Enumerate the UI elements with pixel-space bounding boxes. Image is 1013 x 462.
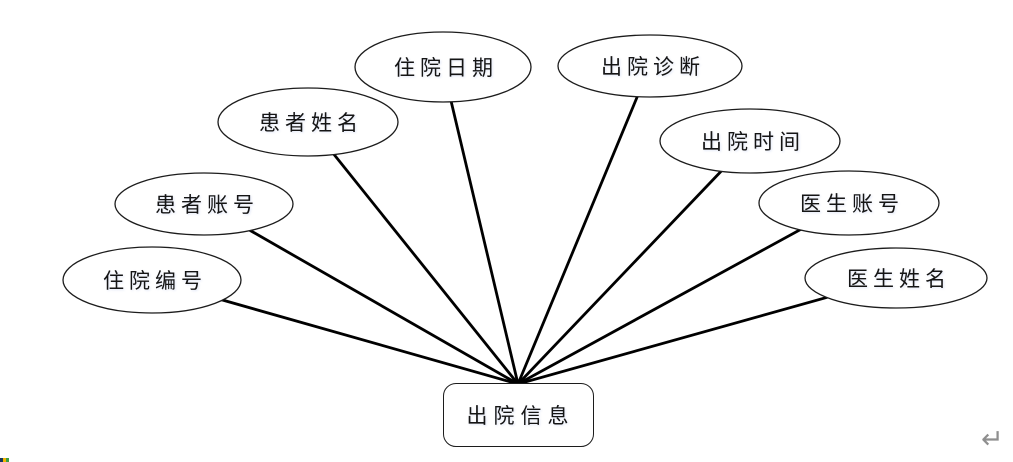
attribute-ellipse (659, 108, 841, 174)
attribute-ellipse (758, 170, 940, 236)
connector-line (516, 65, 652, 385)
connector-line (517, 201, 850, 386)
entity-label: 出院信息 (466, 404, 575, 428)
connector-line (441, 66, 520, 385)
attribute-ellipse (804, 247, 988, 309)
attribute-ellipse (62, 246, 242, 314)
connector-line (306, 121, 520, 385)
corner-artifact-segment (6, 458, 9, 462)
paragraph-return-mark: ↵ (981, 424, 1004, 455)
corner-artifact (0, 458, 9, 462)
corner-artifact-segment (3, 458, 6, 462)
attribute-ellipse (354, 31, 532, 103)
attribute-ellipse (114, 172, 294, 236)
connector-line (203, 202, 519, 386)
corner-artifact-segment (0, 458, 3, 462)
attribute-ellipse (557, 34, 743, 98)
entity-box: 出院信息 (443, 383, 594, 447)
connector-line (516, 140, 752, 385)
attribute-ellipse (217, 87, 399, 157)
